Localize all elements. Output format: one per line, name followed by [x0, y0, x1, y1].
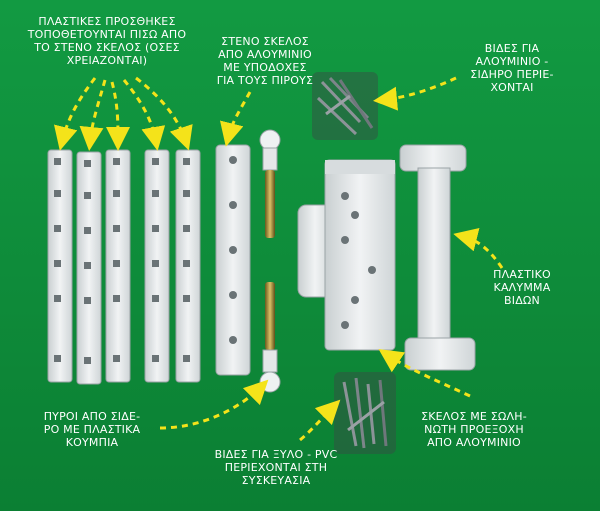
iron-pins — [259, 129, 281, 393]
screws-wood-pack — [334, 372, 396, 454]
screws-aluminium-pack — [312, 72, 378, 140]
label-tube-leg: ΣΚΕΛΟΣ ΜΕ ΣΩΛΗ- ΝΩΤΗ ΠΡΟΕΞΟΧΗ ΑΠΟ ΑΛΟΥΜΙ… — [421, 410, 527, 449]
label-iron-pins: ΠΥΡΟΙ ΑΠΟ ΣΙΔΕ- ΡΟ ΜΕ ΠΛΑΣΤΙΚΑ ΚΟΥΜΠΙΑ — [43, 410, 141, 449]
annotation-arrows — [54, 76, 504, 442]
narrow-aluminium-leg — [215, 144, 251, 376]
label-screws-wood: ΒΙΔΕΣ ΓΙΑ ΞΥΛΟ - PVC ΠΕΡΙΕΧΟΝΤΑΙ ΣΤΗ ΣΥΣ… — [214, 448, 338, 487]
label-plastic-inserts: ΠΛΑΣΤΙΚΕΣ ΠΡΟΣΘΗΚΕΣ ΤΟΠΟΘΕΤΟΥΝΤΑΙ ΠΙΣΩ Α… — [27, 15, 187, 67]
insert-strip-2 — [76, 151, 102, 385]
insert-strip-1 — [47, 149, 73, 383]
plastic-insert-strips — [47, 149, 201, 385]
label-narrow-leg: ΣΤΕΝΟ ΣΚΕΛΟΣ ΑΠΟ ΑΛΟΥΜΙΝΙΟ ΜΕ ΥΠΟΔΟΧΕΣ Γ… — [216, 35, 314, 87]
insert-strip-4 — [144, 149, 170, 383]
label-screws-aluminium: ΒΙΔΕΣ ΓΙΑ ΑΛΟΥΜΙΝΙΟ - ΣΙΔΗΡΟ ΠΕΡΙΕ- ΧΟΝΤ… — [470, 42, 554, 94]
label-screw-cover: ΠΛΑΣΤΙΚΟ ΚΑΛΥΜΜΑ ΒΙΔΩΝ — [493, 268, 551, 307]
plastic-screw-cover — [399, 144, 476, 371]
tube-aluminium-leg — [297, 159, 396, 351]
insert-strip-5 — [175, 149, 201, 383]
insert-strip-3 — [105, 149, 131, 383]
